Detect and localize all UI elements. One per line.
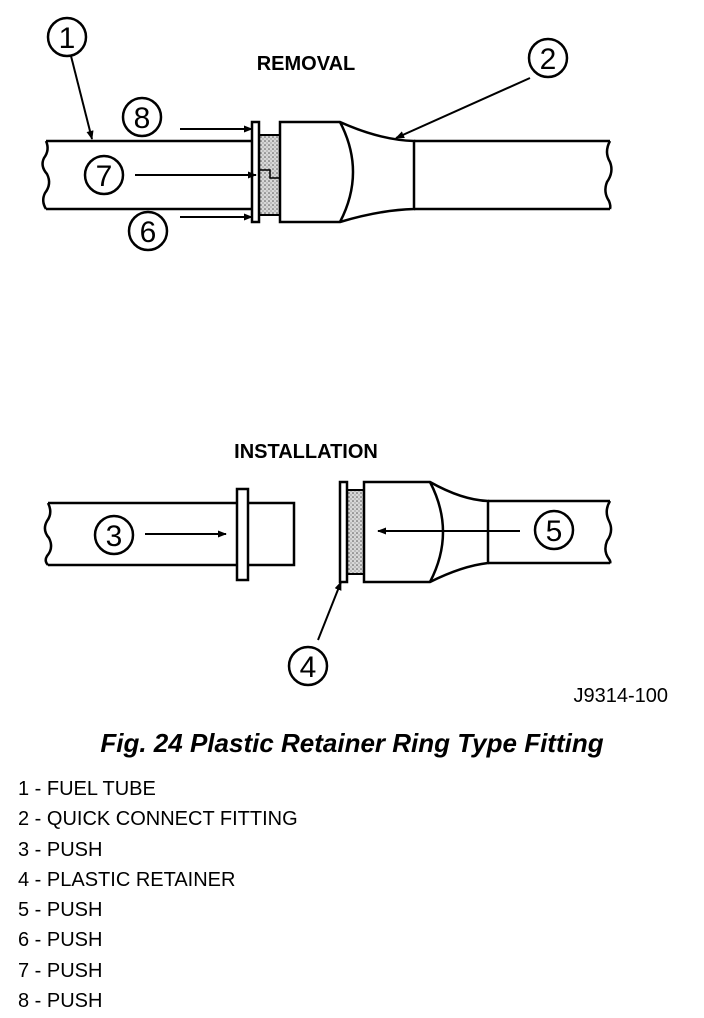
callout-6: 6 [127, 210, 169, 252]
svg-text:8: 8 [134, 102, 151, 135]
svg-text:4: 4 [300, 651, 317, 684]
quick-connect-fitting-removal [278, 120, 613, 224]
legend-item: 5 - PUSH [18, 899, 103, 922]
svg-text:7: 7 [96, 160, 113, 193]
leader-line-4 [317, 581, 342, 641]
leader-line-1 [70, 55, 94, 140]
removal-heading: REMOVAL [257, 53, 356, 75]
fuel-tube-installation [43, 487, 296, 582]
callout-5: 5 [533, 509, 575, 551]
callout-4: 4 [287, 645, 329, 687]
leader-line-2 [395, 77, 531, 139]
fuel-tube-removal [41, 139, 252, 211]
legend-item: 1 - FUEL TUBE [18, 778, 156, 800]
svg-text:6: 6 [140, 216, 157, 249]
legend-item: 4 - PLASTIC RETAINER [18, 868, 236, 891]
svg-text:3: 3 [106, 520, 123, 553]
callout-8: 8 [121, 96, 163, 138]
callout-2: 2 [527, 37, 569, 79]
svg-text:5: 5 [546, 515, 563, 548]
legend-item: 8 - PUSH [18, 990, 103, 1013]
legend-list: 1 - FUEL TUBE 2 - QUICK CONNECT FITTING … [18, 774, 298, 1016]
plastic-retainer-removal [250, 120, 281, 224]
plastic-retainer-installation [338, 480, 365, 584]
callout-1: 1 [46, 16, 88, 58]
installation-heading: INSTALLATION [234, 441, 378, 463]
callout-7: 7 [83, 154, 125, 196]
svg-text:1: 1 [59, 22, 76, 55]
figure-code: J9314-100 [573, 685, 668, 707]
callout-3: 3 [93, 514, 135, 556]
figure-caption: Fig. 24 Plastic Retainer Ring Type Fitti… [100, 728, 604, 758]
legend-item: 7 - PUSH [18, 959, 103, 982]
legend-item: 3 - PUSH [18, 838, 103, 861]
svg-text:2: 2 [540, 43, 557, 76]
legend-item: 6 - PUSH [18, 929, 103, 952]
legend-item: 2 - QUICK CONNECT FITTING [18, 808, 298, 831]
